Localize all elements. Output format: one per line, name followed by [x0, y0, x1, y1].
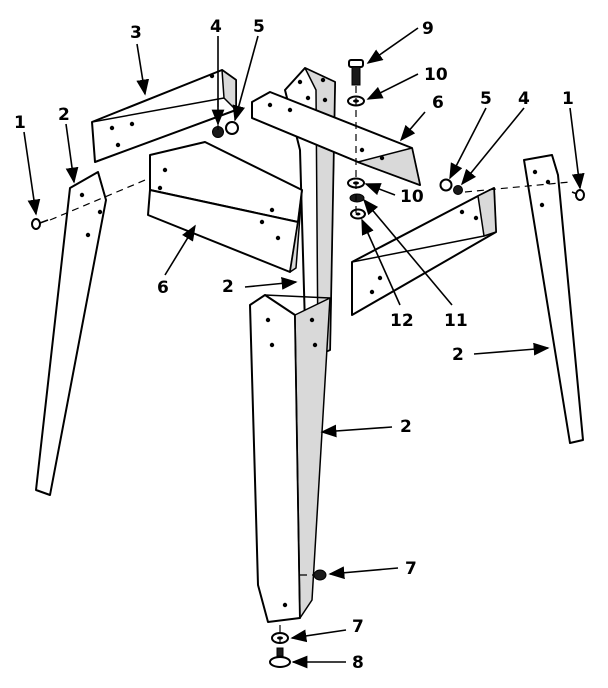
callout-10-mid: 10 — [400, 187, 424, 207]
callout-11: 11 — [444, 311, 468, 331]
leader-lines — [23, 27, 585, 669]
callout-10-top: 10 — [424, 65, 448, 85]
callout-1-left: 1 — [14, 113, 26, 133]
callout-4-left: 4 — [210, 17, 222, 37]
callout-9: 9 — [422, 19, 434, 39]
apron-left — [147, 141, 303, 273]
callout-3: 3 — [130, 23, 142, 43]
hardware — [31, 59, 585, 668]
callout-4-right: 4 — [518, 89, 530, 109]
bolt-1-right — [571, 189, 585, 201]
callout-6-right: 6 — [432, 93, 444, 113]
callout-8: 8 — [352, 653, 364, 673]
bolt-9 — [348, 59, 364, 86]
callout-1-right: 1 — [562, 89, 574, 109]
callout-7-lower: 7 — [352, 617, 364, 637]
callout-7-upper: 7 — [405, 559, 417, 579]
left-leg — [35, 171, 107, 496]
leveling-foot-8 — [269, 647, 291, 668]
callout-2-front: 2 — [400, 417, 412, 437]
washer-5-left — [225, 121, 239, 135]
callout-12: 12 — [390, 311, 414, 331]
callout-labels: 1 2 3 4 5 6 2 9 10 6 10 11 12 5 4 1 2 2 … — [14, 17, 574, 673]
callout-2-center: 2 — [222, 277, 234, 297]
apron-right — [251, 91, 421, 186]
rail-lower-right — [351, 187, 497, 316]
front-leg — [249, 294, 331, 623]
callout-6-left: 6 — [157, 278, 169, 298]
callout-5-left: 5 — [253, 17, 265, 37]
callout-2-right: 2 — [452, 345, 464, 365]
right-leg — [523, 154, 584, 444]
callout-5-right: 5 — [480, 89, 492, 109]
washer-5-right — [439, 178, 453, 192]
callout-2-left: 2 — [58, 105, 70, 125]
nut-4-right — [453, 185, 463, 195]
rail-upper-left — [91, 69, 237, 163]
lockwasher-11 — [349, 193, 365, 203]
bolt-1-left — [31, 218, 49, 230]
nut-7-upper — [313, 569, 327, 581]
